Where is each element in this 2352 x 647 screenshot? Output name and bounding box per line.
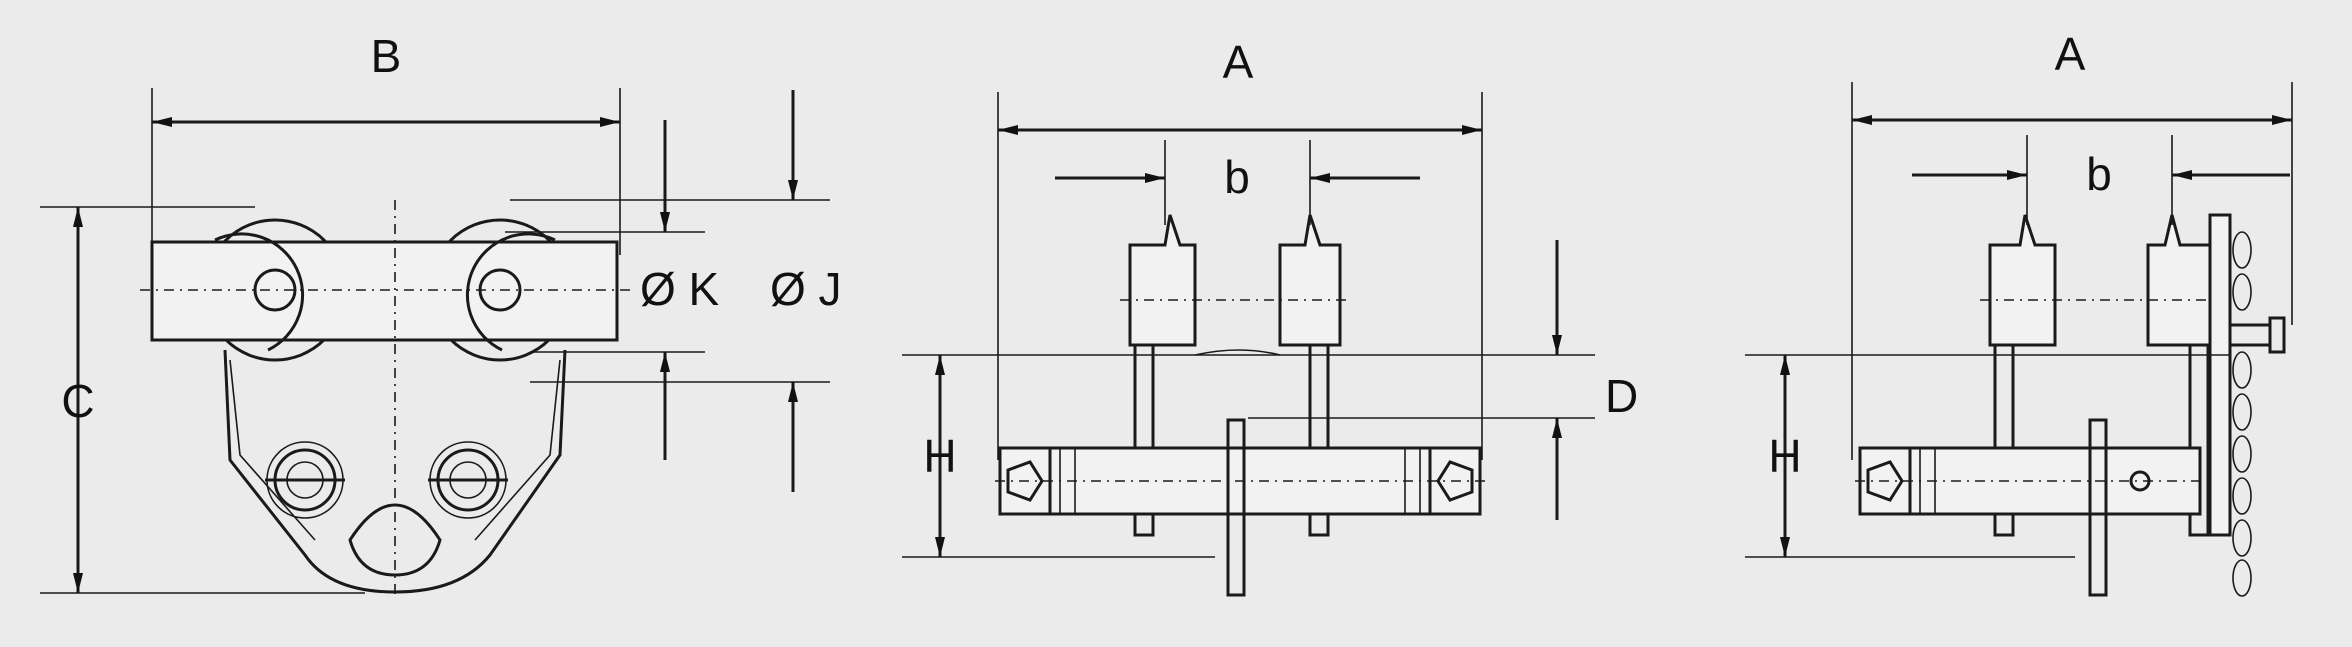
- suspension-nut-right: [428, 441, 508, 519]
- label-d: D: [1605, 370, 1638, 422]
- dimension-j: Ø J: [510, 90, 842, 492]
- dimension-b-small-geared: b: [1912, 135, 2290, 225]
- dimension-h-plain: H: [902, 354, 1595, 558]
- label-a-plain: A: [1223, 36, 1254, 88]
- dimension-b-small-plain: b: [1055, 140, 1420, 225]
- side-view-geared: A b H: [1745, 28, 2293, 597]
- dimension-a-geared: A: [1851, 28, 2293, 460]
- label-a-geared: A: [2055, 28, 2086, 80]
- dimension-h-geared: H: [1745, 354, 2230, 558]
- trolley-front-body: [140, 200, 630, 600]
- label-b-small-plain: b: [1224, 151, 1250, 203]
- dimension-d: D: [1248, 240, 1638, 520]
- dimension-k: Ø K: [505, 120, 720, 460]
- label-h-geared: H: [1768, 430, 1801, 482]
- geared-trolley-body: [1855, 213, 2286, 597]
- label-k: Ø K: [640, 263, 720, 315]
- label-h-plain: H: [923, 430, 956, 482]
- label-b: B: [371, 30, 402, 82]
- label-c: C: [61, 375, 94, 427]
- side-view-plain: A b H D: [902, 36, 1638, 597]
- suspension-nut-left: [265, 441, 345, 519]
- front-view: B C Ø K Ø J: [40, 30, 842, 600]
- dimension-b: B: [151, 30, 621, 255]
- trolley-side-body: [995, 214, 1485, 597]
- dimension-c: C: [40, 206, 365, 594]
- label-b-small-geared: b: [2086, 148, 2112, 200]
- hand-chain: [2232, 231, 2252, 597]
- label-j: Ø J: [770, 263, 842, 315]
- dimension-a-plain: A: [997, 36, 1483, 460]
